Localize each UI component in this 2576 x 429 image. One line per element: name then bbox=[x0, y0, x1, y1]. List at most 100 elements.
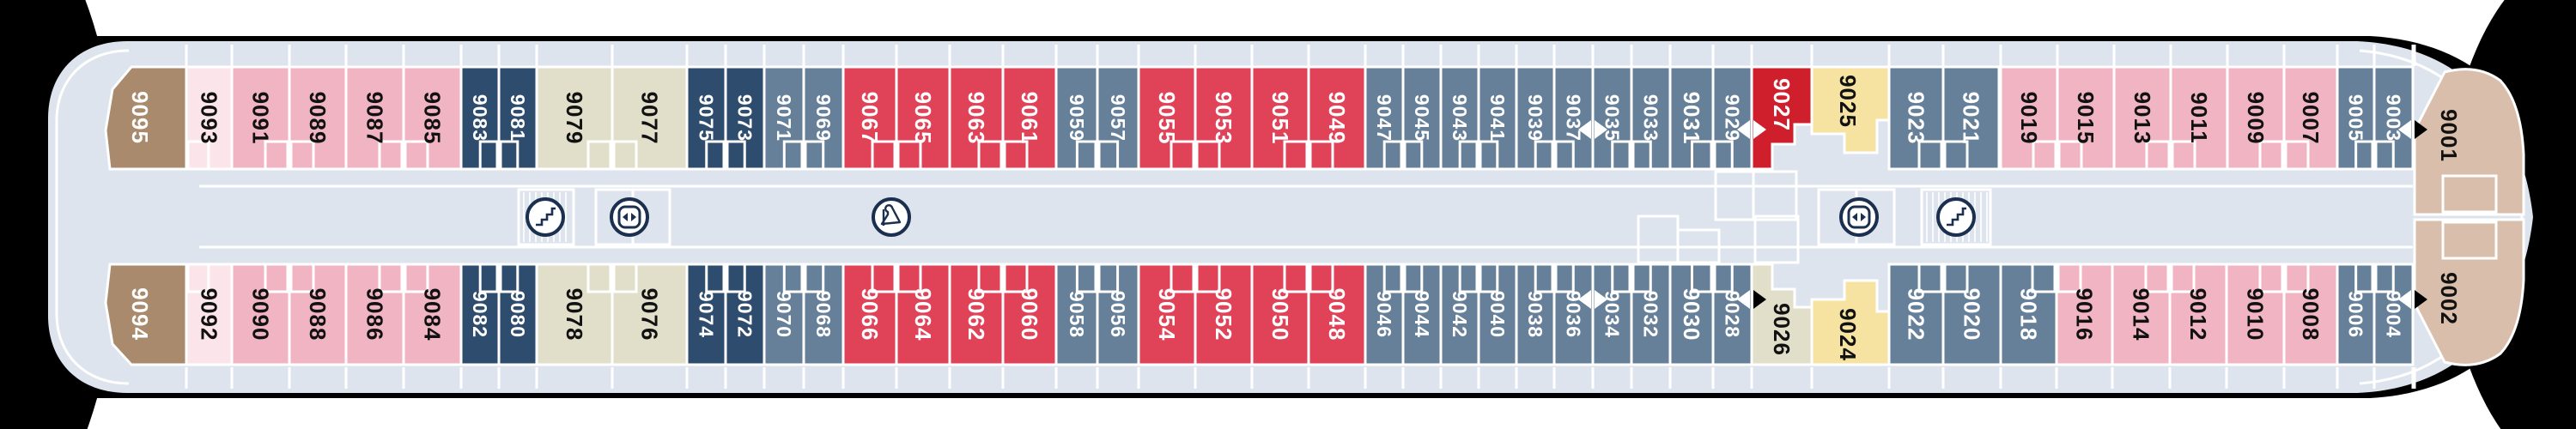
cabin-9051[interactable]: 9051 bbox=[1250, 65, 1310, 171]
cabin-9075[interactable]: 9075 bbox=[685, 65, 727, 171]
cabin-9088[interactable]: 9088 bbox=[288, 263, 348, 366]
cabin-9014[interactable]: 9014 bbox=[2111, 263, 2172, 366]
cabin-9090[interactable]: 9090 bbox=[230, 263, 291, 366]
cabin-9041[interactable]: 9041 bbox=[1477, 65, 1518, 171]
cabin-9059[interactable]: 9059 bbox=[1054, 65, 1099, 171]
cabin-9063[interactable]: 9063 bbox=[948, 65, 1005, 171]
cabin-9012[interactable]: 9012 bbox=[2168, 263, 2228, 366]
cabin-9043[interactable]: 9043 bbox=[1439, 65, 1480, 171]
cabin-9057[interactable]: 9057 bbox=[1096, 65, 1140, 171]
cabin-9092[interactable]: 9092 bbox=[185, 263, 234, 366]
cabin-9005[interactable]: 9005 bbox=[2336, 65, 2376, 171]
cabin-9002[interactable]: 9002 bbox=[2413, 218, 2525, 366]
cabin-9087[interactable]: 9087 bbox=[344, 65, 405, 171]
cabin-9065[interactable]: 9065 bbox=[895, 65, 951, 171]
cabin-9036[interactable]: 9036 bbox=[1552, 263, 1595, 366]
cabin-9030[interactable]: 9030 bbox=[1668, 263, 1715, 366]
cabin-9034[interactable]: 9034 bbox=[1591, 263, 1633, 366]
cabin-9047[interactable]: 9047 bbox=[1364, 65, 1405, 171]
cabin-9089[interactable]: 9089 bbox=[288, 65, 348, 171]
cabin-9055[interactable]: 9055 bbox=[1137, 65, 1197, 171]
cabin-9094[interactable]: 9094 bbox=[104, 263, 188, 366]
cabin-9085[interactable]: 9085 bbox=[402, 65, 463, 171]
cabin-9006[interactable]: 9006 bbox=[2336, 263, 2376, 366]
cabin-9049[interactable]: 9049 bbox=[1307, 65, 1367, 171]
cabin-9033[interactable]: 9033 bbox=[1630, 65, 1672, 171]
cabin-9080[interactable]: 9080 bbox=[497, 263, 538, 366]
cabin-9095[interactable]: 9095 bbox=[104, 65, 188, 171]
cabin-9038[interactable]: 9038 bbox=[1515, 263, 1556, 366]
cabin-9010[interactable]: 9010 bbox=[2225, 263, 2286, 366]
cabin-number: 9073 bbox=[734, 94, 756, 142]
cabin-9073[interactable]: 9073 bbox=[724, 65, 766, 171]
cabin-9068[interactable]: 9068 bbox=[802, 263, 845, 366]
cabin-9062[interactable]: 9062 bbox=[948, 263, 1005, 366]
cabin-9011[interactable]: 9011 bbox=[2169, 65, 2229, 171]
cabin-9093[interactable]: 9093 bbox=[185, 65, 234, 171]
cabin-9058[interactable]: 9058 bbox=[1054, 263, 1099, 366]
cabin-9056[interactable]: 9056 bbox=[1096, 263, 1140, 366]
cabin-9016[interactable]: 9016 bbox=[2055, 263, 2114, 366]
cabin-9032[interactable]: 9032 bbox=[1630, 263, 1672, 366]
cabin-notch bbox=[2144, 263, 2170, 293]
cabin-9076[interactable]: 9076 bbox=[611, 263, 689, 366]
cabin-9045[interactable]: 9045 bbox=[1401, 65, 1443, 171]
cabin-9015[interactable]: 9015 bbox=[2056, 65, 2116, 171]
cabin-9021[interactable]: 9021 bbox=[1941, 65, 2001, 171]
cabin-9040[interactable]: 9040 bbox=[1477, 263, 1518, 366]
cabin-9027[interactable]: 9027 bbox=[1750, 65, 1814, 171]
cabin-9039[interactable]: 9039 bbox=[1515, 65, 1556, 171]
cabin-9004[interactable]: 9004 bbox=[2372, 263, 2415, 366]
cabin-9028[interactable]: 9028 bbox=[1711, 263, 1753, 366]
cabin-9077[interactable]: 9077 bbox=[611, 65, 689, 171]
cabin-9072[interactable]: 9072 bbox=[724, 263, 766, 366]
cabin-9008[interactable]: 9008 bbox=[2282, 263, 2339, 366]
cabin-9050[interactable]: 9050 bbox=[1250, 263, 1310, 366]
cabin-9069[interactable]: 9069 bbox=[802, 65, 845, 171]
cabin-9037[interactable]: 9037 bbox=[1552, 65, 1595, 171]
cabin-9048[interactable]: 9048 bbox=[1307, 263, 1367, 366]
cabin-9007[interactable]: 9007 bbox=[2282, 65, 2339, 171]
cabin-9060[interactable]: 9060 bbox=[1001, 263, 1058, 366]
cabin-9022[interactable]: 9022 bbox=[1887, 263, 1945, 366]
cabin-9044[interactable]: 9044 bbox=[1401, 263, 1443, 366]
cabin-9025[interactable]: 9025 bbox=[1810, 65, 1891, 154]
cabin-9091[interactable]: 9091 bbox=[230, 65, 291, 171]
cabin-9086[interactable]: 9086 bbox=[344, 263, 405, 366]
cabin-9067[interactable]: 9067 bbox=[841, 65, 898, 171]
cabin-9064[interactable]: 9064 bbox=[895, 263, 951, 366]
cabin-9084[interactable]: 9084 bbox=[402, 263, 463, 366]
cabin-9074[interactable]: 9074 bbox=[685, 263, 727, 366]
cabin-notch bbox=[2170, 263, 2196, 293]
cabin-9079[interactable]: 9079 bbox=[535, 65, 614, 171]
cabin-9061[interactable]: 9061 bbox=[1001, 65, 1058, 171]
cabin-9071[interactable]: 9071 bbox=[762, 65, 805, 171]
cabin-9078[interactable]: 9078 bbox=[535, 263, 614, 366]
cabin-9042[interactable]: 9042 bbox=[1439, 263, 1480, 366]
cabin-9066[interactable]: 9066 bbox=[841, 263, 898, 366]
cabin-number: 9029 bbox=[1722, 94, 1744, 142]
cabin-9083[interactable]: 9083 bbox=[459, 65, 501, 171]
cabin-9031[interactable]: 9031 bbox=[1668, 65, 1715, 171]
cabin-9053[interactable]: 9053 bbox=[1194, 65, 1254, 171]
cabin-9013[interactable]: 9013 bbox=[2112, 65, 2172, 171]
cabin-9052[interactable]: 9052 bbox=[1194, 263, 1254, 366]
cabin-9081[interactable]: 9081 bbox=[497, 65, 538, 171]
cabin-9018[interactable]: 9018 bbox=[1999, 263, 2058, 366]
cabin-9003[interactable]: 9003 bbox=[2372, 65, 2415, 171]
cabin-9046[interactable]: 9046 bbox=[1364, 263, 1405, 366]
cabin-9026[interactable]: 9026 bbox=[1750, 263, 1814, 366]
cabin-9001[interactable]: 9001 bbox=[2413, 68, 2525, 216]
cabin-9082[interactable]: 9082 bbox=[459, 263, 501, 366]
cabin-9020[interactable]: 9020 bbox=[1941, 263, 2002, 366]
cabin-9024[interactable]: 9024 bbox=[1810, 279, 1891, 366]
cabin-9029[interactable]: 9029 bbox=[1711, 65, 1753, 171]
cabin-9054[interactable]: 9054 bbox=[1137, 263, 1197, 366]
cabin-9023[interactable]: 9023 bbox=[1887, 65, 1945, 171]
cabin-9019[interactable]: 9019 bbox=[1999, 65, 2059, 171]
cabin-9035[interactable]: 9035 bbox=[1591, 65, 1633, 171]
cabin-notch bbox=[264, 140, 289, 171]
cabin-9009[interactable]: 9009 bbox=[2226, 65, 2286, 171]
cabin-notch bbox=[186, 140, 210, 171]
cabin-9070[interactable]: 9070 bbox=[762, 263, 805, 366]
